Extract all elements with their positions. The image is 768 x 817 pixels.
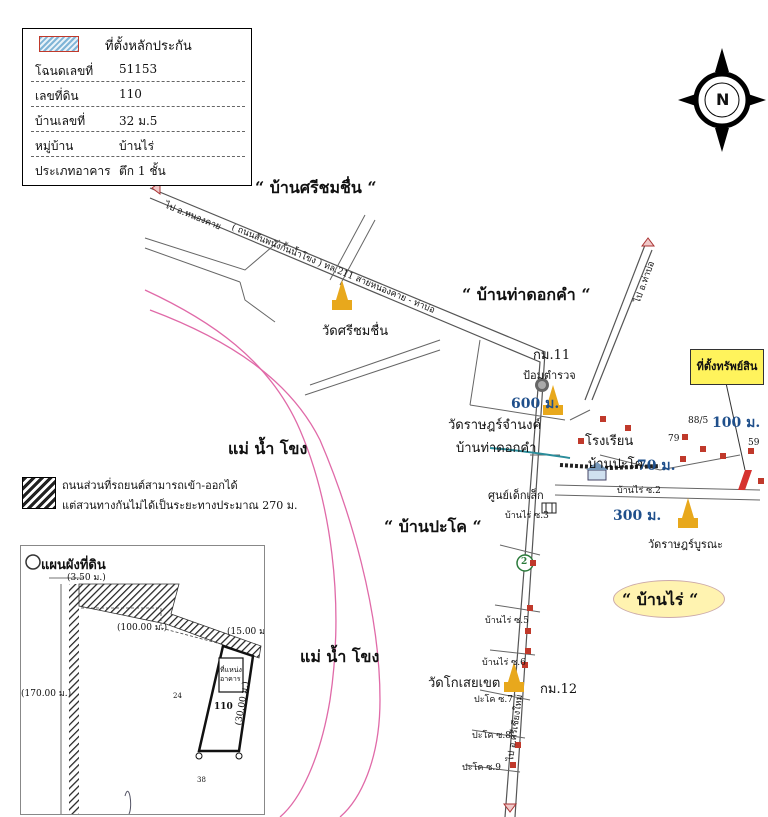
label-ban-pa-kho: “ บ้านปะโค “ <box>384 517 482 536</box>
arrow-to-si-chiang-icon <box>503 803 517 813</box>
temple-sri-chom-chuen-icon <box>332 280 352 310</box>
info-key: ประเภทอาคาร <box>35 164 111 178</box>
label-ban-rai-soi-5: บ้านไร่ ซ.5 <box>485 616 529 626</box>
house-markers <box>510 416 764 768</box>
ban-rai-highlight <box>613 580 725 618</box>
info-value: ตึก 1 ชั้น <box>119 164 166 178</box>
label-km12: กม.12 <box>540 682 578 697</box>
info-row-village: หมู่บ้าน บ้านไร่ <box>31 132 245 157</box>
plot-neighbor-38: 38 <box>197 776 206 784</box>
label-childcare: ศูนย์เด็กเล็ก <box>488 489 544 502</box>
label-distance-100: 100 ม. <box>712 415 761 431</box>
land-plot-inset: แผนผังที่ดิน (3.50 ม.) (100.00 ม.) (15.0… <box>20 545 265 815</box>
label-pa-kho-soi-7: ปะโค ซ.7 <box>474 695 513 705</box>
info-value: บ้านไร่ <box>119 139 155 153</box>
collateral-legend-label: ที่ตั้งหลักประกัน <box>105 39 192 54</box>
temple-khok-sia-khet-icon <box>504 662 524 692</box>
access-road-legend-line-2: แต่สวนทางกันไม่ได้เป็นระยะทางประมาณ 270 … <box>62 499 298 512</box>
property-info-box: ที่ตั้งหลักประกัน โฉนดเลขที่ 51153 เลขที… <box>22 28 252 186</box>
plot-dim-100: (100.00 ม.) <box>117 623 168 633</box>
arrow-to-tha-bo-icon <box>641 237 655 247</box>
info-value: 51153 <box>119 62 158 76</box>
label-house-88-5: 88/5 <box>688 416 709 426</box>
mekong-river-bank-west <box>144 289 337 817</box>
label-ban-rai-soi-2: บ้านไร่ ซ.2 <box>617 486 661 496</box>
info-row-house-no: บ้านเลขที่ 32 ม.5 <box>31 107 245 132</box>
info-key: เลขที่ดิน <box>35 89 79 103</box>
access-road-legend-swatch <box>22 477 56 509</box>
info-row-land-no: เลขที่ดิน 110 <box>31 82 245 107</box>
property-callout: ที่ตั้งทรัพย์สิน <box>690 349 764 385</box>
label-distance-300: 300 ม. <box>613 508 662 524</box>
label-police-box: ป้อมตำรวจ <box>523 369 576 382</box>
label-school: โรงเรียน <box>585 434 634 449</box>
info-row-deed: โฉนดเลขที่ 51153 <box>31 57 245 82</box>
label-ban-rai-soi-3: บ้านไร่ ซ.3 <box>505 511 549 521</box>
callout-pointer <box>725 382 746 471</box>
access-road-hatched <box>559 463 661 471</box>
label-wat-khok-sia-khet: วัดโกเสยเขต <box>428 676 501 691</box>
canal <box>489 447 571 459</box>
label-wat-sri-chom-chuen: วัดศรีชมชื่น <box>322 324 389 339</box>
label-route-2: 2 <box>521 557 528 567</box>
police-box-icon <box>535 378 549 392</box>
info-row-building-type: ประเภทอาคาร ตึก 1 ชั้น <box>31 157 245 181</box>
access-road-legend-line-1: ถนนส่วนที่รถยนต์สามารถเข้า-ออกได้ <box>62 479 238 492</box>
label-mekong-river-1: แม่ น้ำ โขง <box>228 439 308 458</box>
temple-rat-burana-icon <box>678 498 698 528</box>
info-value: 110 <box>119 87 142 101</box>
label-pa-kho-soi-8: ปะโค ซ.8 <box>472 731 511 741</box>
info-key: โฉนดเลขที่ <box>35 64 94 78</box>
plot-title: แผนผังที่ดิน <box>41 558 106 573</box>
label-wat-rat-burana: วัดราษฎร์บูรณะ <box>648 538 723 551</box>
info-key: หมู่บ้าน <box>35 139 74 153</box>
road-to-tha-bo <box>584 244 653 401</box>
temple-rat-chamnong-icon <box>543 385 563 415</box>
plot-building-label: ที่แหน่ง อาคาร <box>220 666 242 683</box>
label-house-79: 79 <box>668 434 680 444</box>
label-ban-tha-dok-kham: “ บ้านท่าดอกคำ “ <box>462 285 591 304</box>
label-km11: กม.11 <box>533 348 571 363</box>
label-distance-600: 600 ม. <box>511 396 560 412</box>
label-mekong-river-2: แม่ น้ำ โขง <box>300 647 380 666</box>
label-ban-rai-soi-6: บ้านไร่ ซ.6 <box>482 658 526 668</box>
label-pa-kho-soi-9: ปะโค ซ.9 <box>462 763 501 773</box>
school-icon <box>586 462 608 481</box>
label-ban-rai: “ บ้านไร่ “ <box>622 590 699 609</box>
label-distance-70: 70 ม. <box>637 458 676 474</box>
label-ban-sri-chom-chuen: “ บ้านศรีชมชื่น “ <box>255 178 377 197</box>
property-location-marker <box>738 470 752 490</box>
label-ban-pa-kho-school: บ้านปะโค <box>588 457 644 472</box>
mekong-river-bank-east <box>149 309 381 817</box>
label-wat-rat-chamnong: วัดราษฎร์จำนงค์ <box>448 418 542 433</box>
info-value: 32 ม.5 <box>119 114 158 128</box>
label-house-59: 59 <box>748 438 760 448</box>
plot-dim-170: (170.00 ม.) <box>21 689 72 699</box>
info-key: บ้านเลขที่ <box>35 114 86 128</box>
collateral-legend-swatch <box>39 36 79 52</box>
childcare-icon <box>541 502 557 514</box>
plot-dim-3-50: (3.50 ม.) <box>67 573 106 583</box>
compass-north-icon <box>678 48 766 152</box>
side-roads <box>144 214 761 773</box>
land-plot-drawing <box>25 554 262 814</box>
plot-neighbor-24: 24 <box>173 692 182 700</box>
compass-letter: N <box>716 90 730 109</box>
label-ban-tha-dok-kham-small: บ้านท่าดอกคำ <box>456 441 537 456</box>
plot-dim-15: (15.00 ม.) <box>227 627 265 637</box>
plot-parcel-number: 110 <box>214 702 233 712</box>
